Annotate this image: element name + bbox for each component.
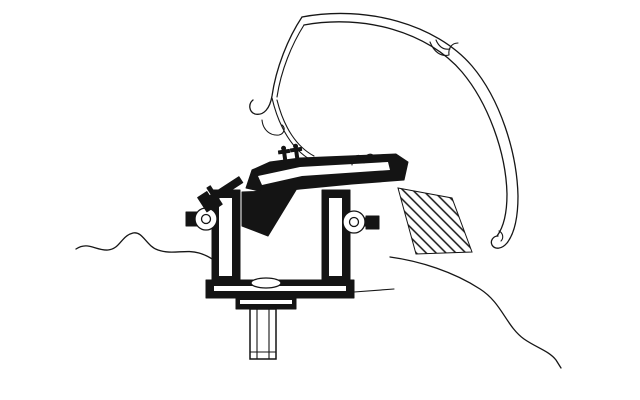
profile-inner-line — [303, 21, 508, 237]
vehicle-roof-contour-left — [75, 232, 216, 262]
right-bolt-washer — [342, 210, 380, 234]
mounting-screws — [277, 143, 303, 166]
countersunk-screw-head — [250, 277, 282, 289]
interior-wedge — [241, 189, 297, 237]
left-plate-slot — [219, 198, 232, 276]
awning-rail-profile — [249, 12, 519, 249]
profile-outer-line — [301, 12, 519, 249]
hatched-section — [397, 187, 473, 255]
adapter-bracket — [185, 143, 409, 360]
profile-to-bracket-link-inner — [276, 99, 315, 157]
top-rail-slot — [258, 162, 390, 185]
base-plate-slot — [214, 286, 346, 291]
vehicle-body-contour-right — [389, 256, 562, 369]
profile-top-clip-inner — [435, 39, 451, 50]
profile-left-hook — [261, 119, 285, 136]
profile-to-bracket-link-outer — [271, 97, 312, 161]
profile-left-leg-outer — [249, 16, 303, 115]
left-bolt-washer — [185, 207, 219, 231]
spring-clip — [351, 153, 375, 166]
profile-top-clip — [429, 41, 459, 56]
clamp-screw — [197, 176, 244, 213]
profile-left-leg-inner — [276, 24, 305, 98]
base-link-line — [353, 288, 395, 293]
profile-end-hook — [498, 230, 504, 242]
bottom-bolt — [235, 295, 297, 360]
right-plate-slot — [329, 198, 342, 276]
